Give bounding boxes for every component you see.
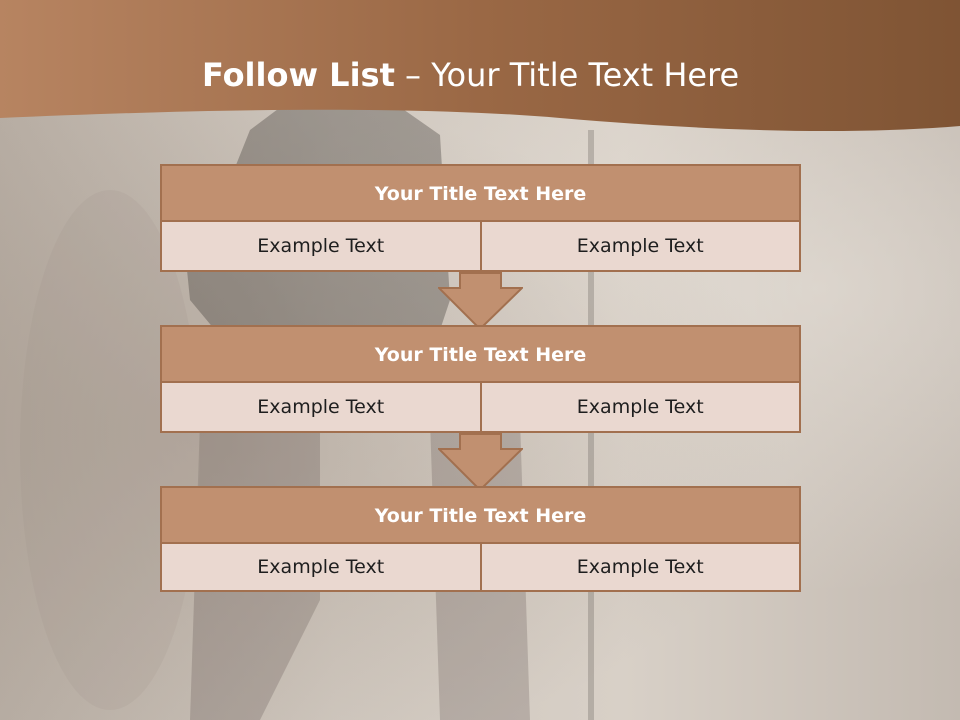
block-row: Example Text Example Text bbox=[162, 544, 799, 590]
block-row: Example Text Example Text bbox=[162, 383, 799, 431]
block-cell-left: Example Text bbox=[162, 544, 482, 590]
block-title: Your Title Text Here bbox=[162, 166, 799, 222]
down-arrow-icon bbox=[438, 433, 523, 491]
block-row: Example Text Example Text bbox=[162, 222, 799, 270]
down-arrow-icon bbox=[438, 272, 523, 330]
follow-block-1: Your Title Text Here Example Text Exampl… bbox=[160, 164, 801, 272]
block-title: Your Title Text Here bbox=[162, 327, 799, 383]
title-rest: – Your Title Text Here bbox=[394, 56, 740, 94]
block-cell-right: Example Text bbox=[576, 396, 704, 418]
follow-block-2: Your Title Text Here Example Text Exampl… bbox=[160, 325, 801, 433]
follow-block-3: Your Title Text Here Example Text Exampl… bbox=[160, 486, 801, 592]
block-cell-right: Example Text bbox=[576, 235, 704, 257]
block-cell-right: Example Text bbox=[576, 556, 704, 578]
block-cell-left: Example Text bbox=[162, 222, 482, 270]
slide-title: Follow List – Your Title Text Here bbox=[202, 52, 739, 98]
block-cell-left: Example Text bbox=[162, 383, 482, 431]
header-band bbox=[0, 0, 960, 132]
title-bold: Follow List bbox=[202, 56, 395, 94]
block-title: Your Title Text Here bbox=[162, 488, 799, 544]
